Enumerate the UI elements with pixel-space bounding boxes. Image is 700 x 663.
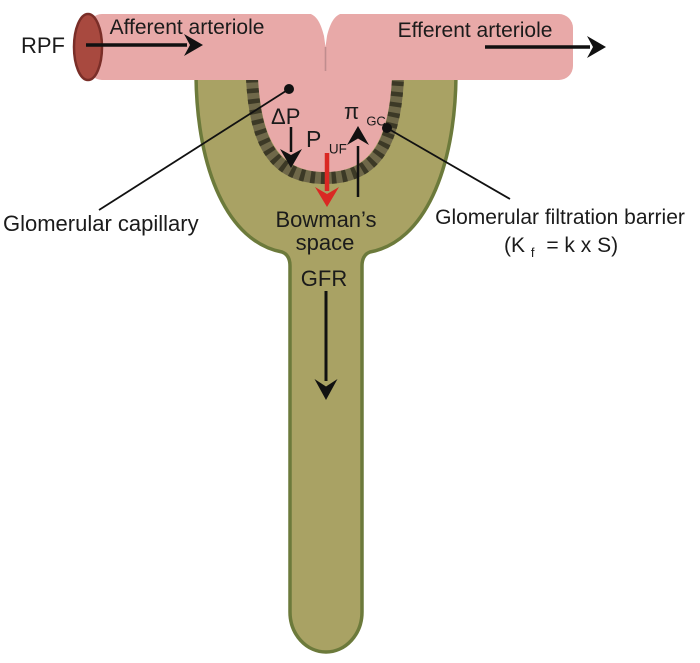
capillary-leader-dot [284, 84, 294, 94]
puf-label: P UF [306, 126, 347, 157]
kf-equation-rest: = k x S) [546, 234, 618, 257]
pi-gc-label-main: π [344, 99, 359, 124]
puf-label-sub: UF [329, 142, 347, 157]
efferent-arteriole-label: Efferent arteriole [398, 19, 553, 42]
rpf-label: RPF [21, 33, 65, 58]
bowmans-space-label-line2: space [296, 230, 355, 255]
delta-p-arrow [280, 127, 302, 168]
kf-equation-label: (K f = k x S) [504, 234, 618, 262]
tube-notch [308, 13, 343, 47]
rpf-flow-arrowhead [184, 34, 203, 56]
vessel-cross-section [72, 12, 104, 82]
pi-gc-label: π GC [344, 99, 386, 129]
glomerular-capillary-label: Glomerular capillary [3, 211, 199, 236]
bowmans-space-label-line1: Bowman’s [275, 207, 376, 232]
gfr-arrow [314, 291, 338, 400]
pi-gc-label-sub: GC [366, 114, 386, 129]
pi-gc-arrow [347, 126, 369, 197]
efferent-flow-arrow [485, 36, 606, 58]
rpf-flow-arrow [86, 34, 203, 56]
efferent-flow-arrowhead [587, 36, 606, 58]
barrier-leader-dot [382, 123, 392, 133]
kf-equation-open: (K [504, 234, 525, 257]
gfr-label: GFR [301, 266, 347, 291]
puf-label-main: P [306, 126, 321, 152]
afferent-arteriole-label: Afferent arteriole [110, 16, 265, 39]
kf-equation-sub: f [531, 245, 535, 260]
delta-p-label: ΔP [271, 104, 300, 129]
barrier-leader [382, 123, 511, 200]
filtration-barrier-label: Glomerular filtration barrier [435, 206, 685, 229]
capillary-leader [98, 84, 294, 211]
arteriole-tube [88, 14, 573, 80]
puf-arrow [315, 153, 339, 207]
